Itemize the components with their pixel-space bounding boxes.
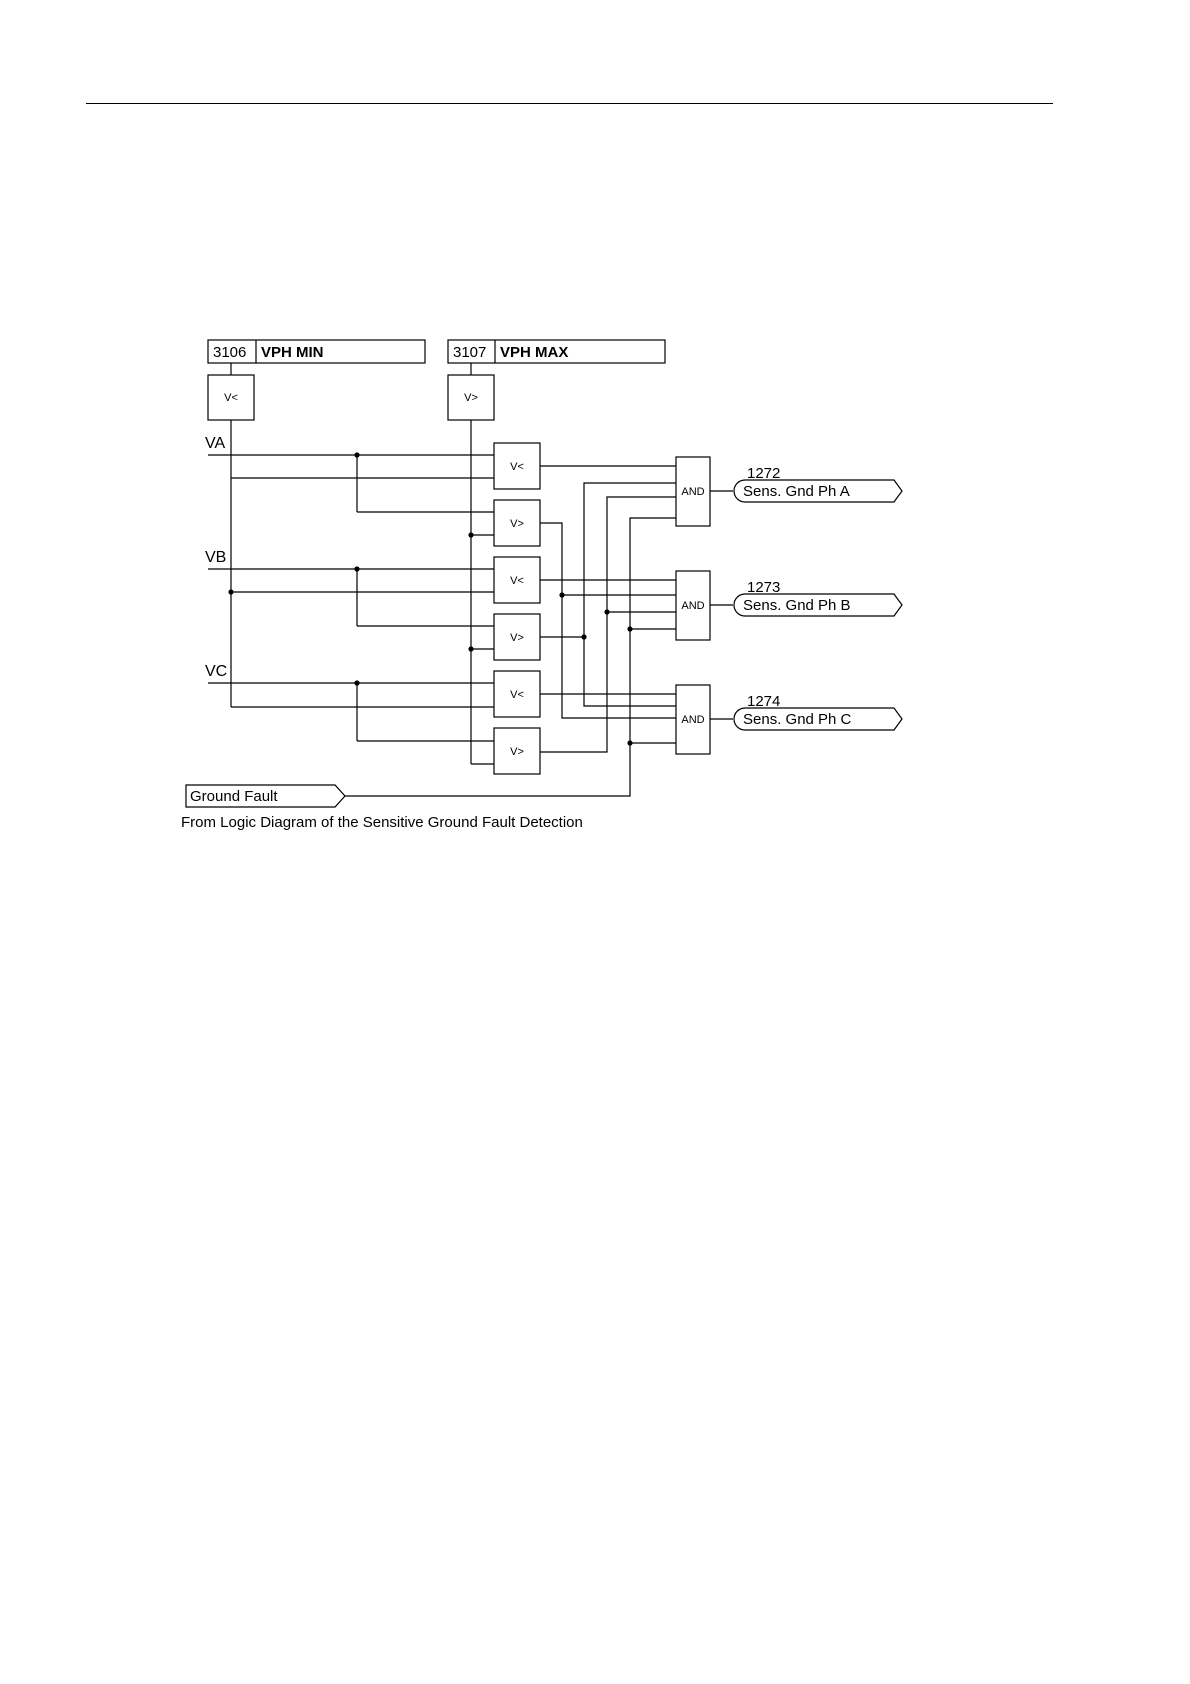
- svg-text:V<: V<: [510, 575, 524, 587]
- output-label-b: Sens. Gnd Ph B: [743, 597, 851, 614]
- ground-fault-input: Ground Fault: [186, 785, 345, 807]
- comparator-va-over: V>: [494, 500, 540, 546]
- ground-fault-label: Ground Fault: [190, 788, 278, 805]
- comparator-vc-over: V>: [494, 728, 540, 774]
- comparator-vb-over: V>: [494, 614, 540, 660]
- output-signal-c: 1274 Sens. Gnd Ph C: [734, 693, 902, 730]
- phase-label-vc: VC: [205, 663, 227, 680]
- svg-text:AND: AND: [681, 600, 704, 612]
- phase-label-va: VA: [205, 435, 225, 452]
- and-gate-a: AND: [676, 457, 710, 526]
- comparator-va-under: V<: [494, 443, 540, 489]
- svg-text:V<: V<: [510, 461, 524, 473]
- param-box-max: 3107 VPH MAX: [448, 340, 665, 363]
- output-signal-a: 1272 Sens. Gnd Ph A: [734, 465, 902, 502]
- setting-block-max: V>: [448, 375, 494, 420]
- comparator-vc-under: V<: [494, 671, 540, 717]
- param-min-name: VPH MIN: [261, 344, 324, 361]
- comparator-vb-under: V<: [494, 557, 540, 603]
- diagram-caption: From Logic Diagram of the Sensitive Grou…: [181, 814, 583, 831]
- output-label-c: Sens. Gnd Ph C: [743, 711, 852, 728]
- output-signal-b: 1273 Sens. Gnd Ph B: [734, 579, 902, 616]
- param-max-number: 3107: [453, 344, 486, 361]
- svg-text:AND: AND: [681, 486, 704, 498]
- svg-text:AND: AND: [681, 714, 704, 726]
- param-min-number: 3106: [213, 344, 246, 361]
- svg-text:V<: V<: [510, 689, 524, 701]
- setting-block-min: V<: [208, 375, 254, 420]
- setting-min-label: V<: [224, 392, 238, 404]
- and-gate-b: AND: [676, 571, 710, 640]
- svg-text:V>: V>: [510, 632, 524, 644]
- param-box-min: 3106 VPH MIN: [208, 340, 425, 363]
- setting-max-label: V>: [464, 392, 478, 404]
- output-label-a: Sens. Gnd Ph A: [743, 483, 850, 500]
- and-gate-c: AND: [676, 685, 710, 754]
- svg-text:V>: V>: [510, 746, 524, 758]
- param-max-name: VPH MAX: [500, 344, 568, 361]
- phase-label-vb: VB: [205, 549, 226, 566]
- svg-text:V>: V>: [510, 518, 524, 530]
